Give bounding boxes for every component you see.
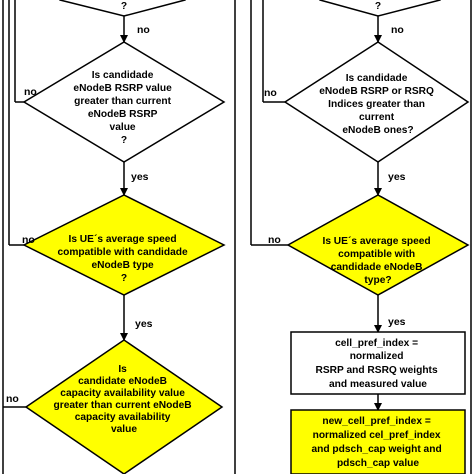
- right-label-no-speed: no: [268, 234, 281, 246]
- right-process-new-cell-pref: new_cell_pref_index = normalized cel_pre…: [290, 409, 466, 474]
- left-decision-rsrp-text: Is candidade eNodeB RSRP value greater t…: [73, 70, 174, 146]
- right-label-yes-1: yes: [388, 171, 406, 183]
- left-label-yes-1: yes: [131, 171, 149, 183]
- left-decision-speed-text: Is UE´s average speed compatible with ca…: [57, 234, 190, 284]
- right-process-new-cell-pref-shape: [290, 409, 466, 474]
- right-decision-speed-text: Is UE´s average speed compatible with ca…: [322, 236, 433, 286]
- right-process-cell-pref-text: cell_pref_index = normalized RSRP and RS…: [316, 338, 441, 390]
- right-top-decision: ?: [319, 0, 441, 17]
- left-label-no-speed: no: [22, 234, 35, 246]
- left-top-decision-shape: [59, 0, 186, 17]
- left-decision-capacity: Is candidate eNodeB capacity availabilit…: [24, 339, 224, 474]
- right-top-decision-shape: [319, 0, 441, 17]
- left-top-decision: ?: [59, 0, 186, 17]
- left-top-decision-text: ?: [121, 1, 127, 12]
- right-label-no-indices: no: [264, 87, 277, 99]
- right-process-cell-pref-shape: [290, 331, 466, 395]
- right-decision-speed: Is UE´s average speed compatible with ca…: [286, 194, 470, 296]
- right-label-no-1: no: [391, 24, 404, 36]
- left-decision-rsrp: Is candidade eNodeB RSRP value greater t…: [22, 41, 226, 163]
- right-top-decision-text: ?: [375, 1, 381, 12]
- left-label-no-rsrp: no: [24, 86, 37, 98]
- left-label-no-1: no: [137, 24, 150, 36]
- left-decision-capacity-shape: [24, 339, 224, 474]
- left-label-yes-2: yes: [135, 318, 153, 330]
- right-label-yes-2: yes: [388, 316, 406, 328]
- right-process-cell-pref: cell_pref_index = normalized RSRP and RS…: [290, 331, 466, 395]
- left-decision-speed: Is UE´s average speed compatible with ca…: [22, 194, 226, 296]
- right-process-new-cell-pref-text: new_cell_pref_index = normalized cel_pre…: [311, 416, 444, 469]
- right-decision-indices-text: Is candidade eNodeB RSRP or RSRQ Indices…: [319, 73, 437, 136]
- right-decision-indices: Is candidade eNodeB RSRP or RSRQ Indices…: [283, 41, 470, 163]
- left-decision-capacity-text: Is candidate eNodeB capacity availabilit…: [54, 364, 195, 435]
- left-label-no-capacity: no: [6, 393, 19, 405]
